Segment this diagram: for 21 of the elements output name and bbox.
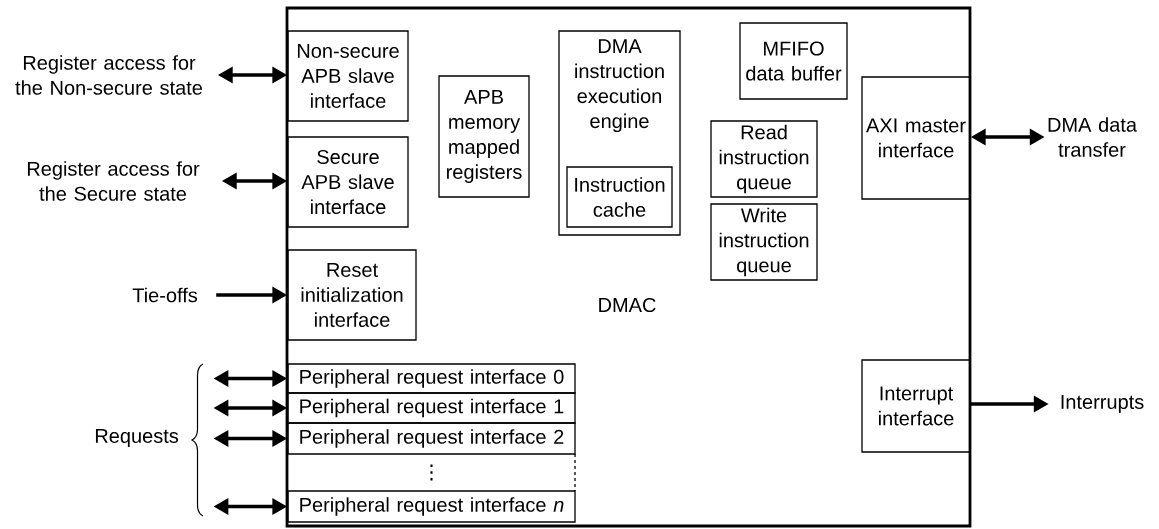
signal-label: Register access for the Secure state	[27, 161, 200, 201]
block-box: Read instruction queue	[710, 120, 818, 198]
block-box: Write instruction queue	[710, 203, 818, 281]
block-box: Interrupt interface	[861, 359, 971, 453]
block-box: Peripheral request interface 2	[287, 422, 576, 455]
block-box: Secure APB slave interface	[287, 136, 409, 228]
signal-label: Interrupts	[1061, 395, 1144, 413]
block-box: AXI master interface	[861, 76, 971, 200]
signal-label: Register access for the Non-secure state	[15, 55, 202, 95]
block-box: MFIFO data buffer	[739, 22, 848, 100]
block-box: Peripheral request interface 0	[287, 363, 576, 394]
signal-label: DMA data transfer	[1048, 117, 1137, 157]
group-label: Requests	[95, 429, 179, 447]
block-box: Peripheral request interface n	[287, 490, 576, 523]
block-box: Instruction cache	[566, 166, 673, 228]
block-box: Non-secure APB slave interface	[287, 30, 409, 122]
block-box: Reset initialization interface	[287, 249, 417, 341]
block-box: APB memory mapped registers	[438, 75, 530, 198]
signal-label: Tie-offs	[132, 287, 198, 303]
block-box: Peripheral request interface 1	[287, 392, 576, 424]
ellipsis-row: ⋮	[430, 453, 576, 492]
